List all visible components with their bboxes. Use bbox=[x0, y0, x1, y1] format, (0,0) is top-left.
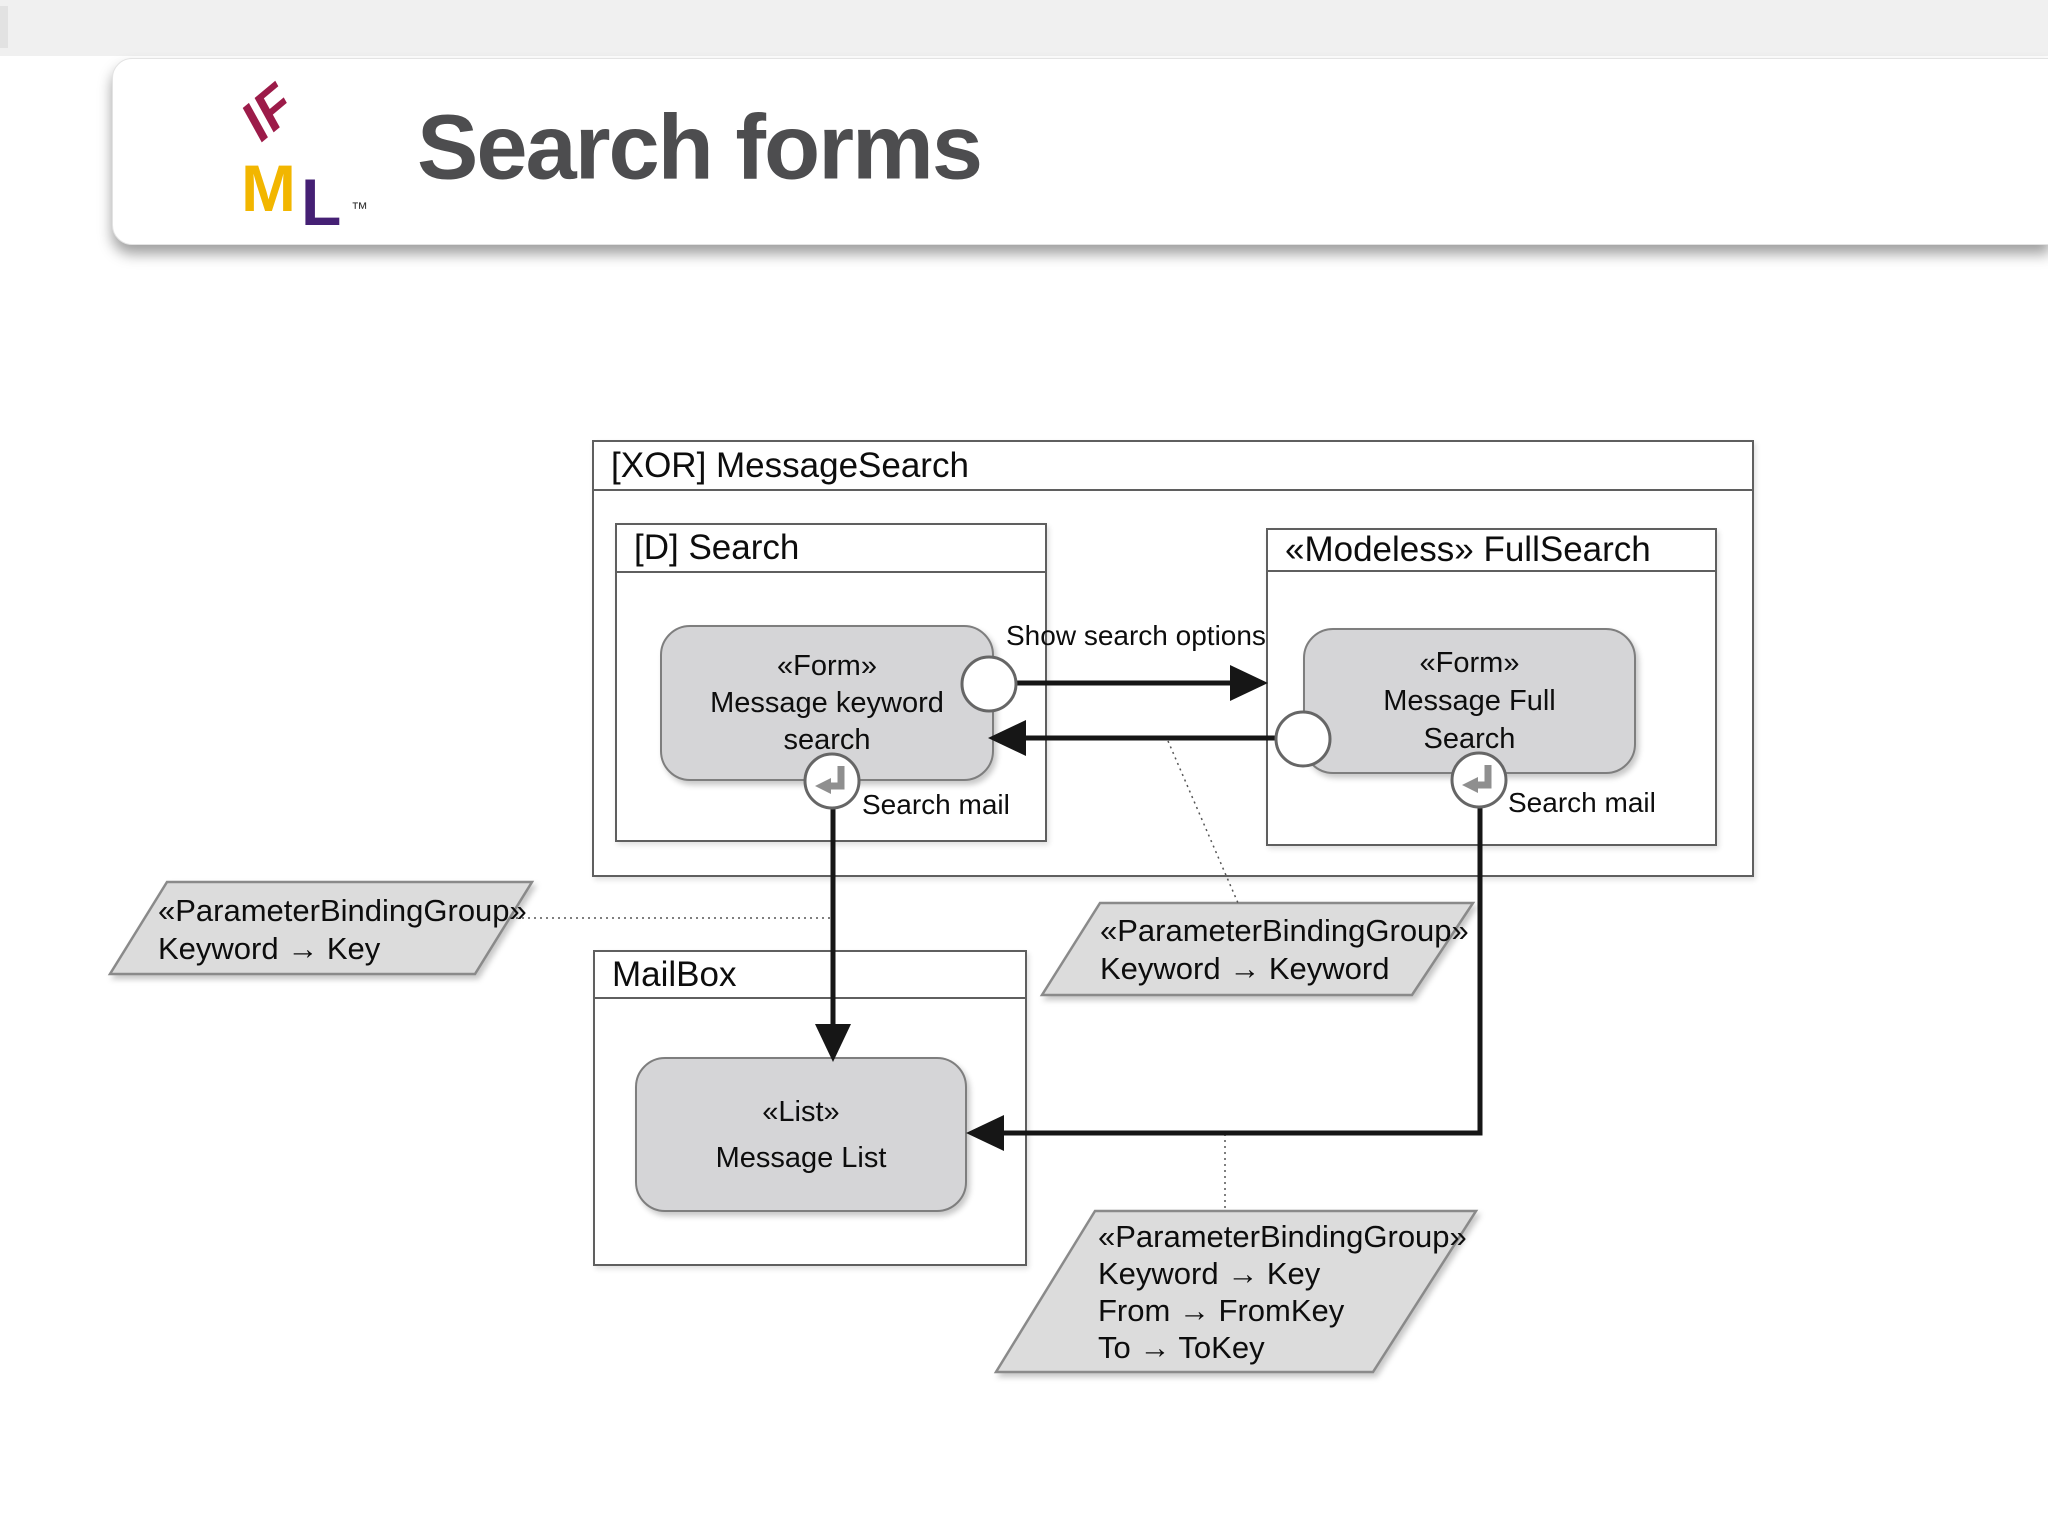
pbg-binding: Keyword → Key bbox=[1098, 1256, 1321, 1291]
form-stereotype: «Form» bbox=[777, 649, 877, 682]
logo-if-letters: IF bbox=[241, 71, 308, 152]
pbg-binding: Keyword → Keyword bbox=[1100, 951, 1390, 986]
message-list-component: «List» Message List bbox=[635, 1057, 967, 1212]
pbg-middle-label: «ParameterBindingGroup» Keyword → Keywor… bbox=[1100, 912, 1469, 988]
pbg-stereotype: «ParameterBindingGroup» bbox=[1100, 913, 1469, 948]
message-full-search-form: «Form» Message Full Search bbox=[1303, 628, 1636, 774]
trademark-symbol: ™ bbox=[351, 199, 368, 218]
form-name-line: Message keyword bbox=[710, 686, 944, 719]
logo-l-letter: L bbox=[301, 165, 341, 229]
form-name-line: Message Full bbox=[1383, 685, 1556, 717]
logo-m-letter: M bbox=[241, 151, 296, 225]
page-title: Search forms bbox=[417, 95, 983, 198]
search-mail-label: Search mail bbox=[862, 789, 1010, 820]
xor-container-title: [XOR] MessageSearch bbox=[611, 445, 969, 485]
mailbox-container-title: MailBox bbox=[612, 954, 737, 994]
pbg-binding: To → ToKey bbox=[1098, 1330, 1265, 1365]
header-card: IF M L ™ Search forms bbox=[112, 58, 2048, 245]
pbg-bottom-label: «ParameterBindingGroup» Keyword → Key Fr… bbox=[1098, 1218, 1467, 1366]
pbg-stereotype: «ParameterBindingGroup» bbox=[158, 893, 527, 928]
fullsearch-container-title: «Modeless» FullSearch bbox=[1285, 530, 1651, 569]
screen-edge-artifact bbox=[0, 6, 8, 48]
pbg-binding: From → FromKey bbox=[1098, 1293, 1345, 1328]
show-search-options-label: Show search options bbox=[1006, 620, 1266, 651]
search-mail-label: Search mail bbox=[1508, 787, 1656, 818]
message-keyword-search-form: «Form» Message keyword search bbox=[660, 625, 994, 781]
pbg-binding: Keyword → Key bbox=[158, 931, 381, 966]
ifml-logo: IF M L bbox=[241, 71, 341, 229]
pbg-left-label: «ParameterBindingGroup» Keyword → Key bbox=[158, 892, 527, 968]
form-stereotype: «Form» bbox=[1419, 647, 1520, 679]
search-container-title: [D] Search bbox=[634, 528, 800, 567]
background-band bbox=[0, 0, 2048, 56]
form-name-line: Search bbox=[1423, 723, 1516, 755]
list-stereotype: «List» bbox=[762, 1095, 840, 1128]
form-name-line: search bbox=[783, 723, 871, 756]
pbg-stereotype: «ParameterBindingGroup» bbox=[1098, 1219, 1467, 1254]
list-name-line: Message List bbox=[715, 1141, 887, 1174]
